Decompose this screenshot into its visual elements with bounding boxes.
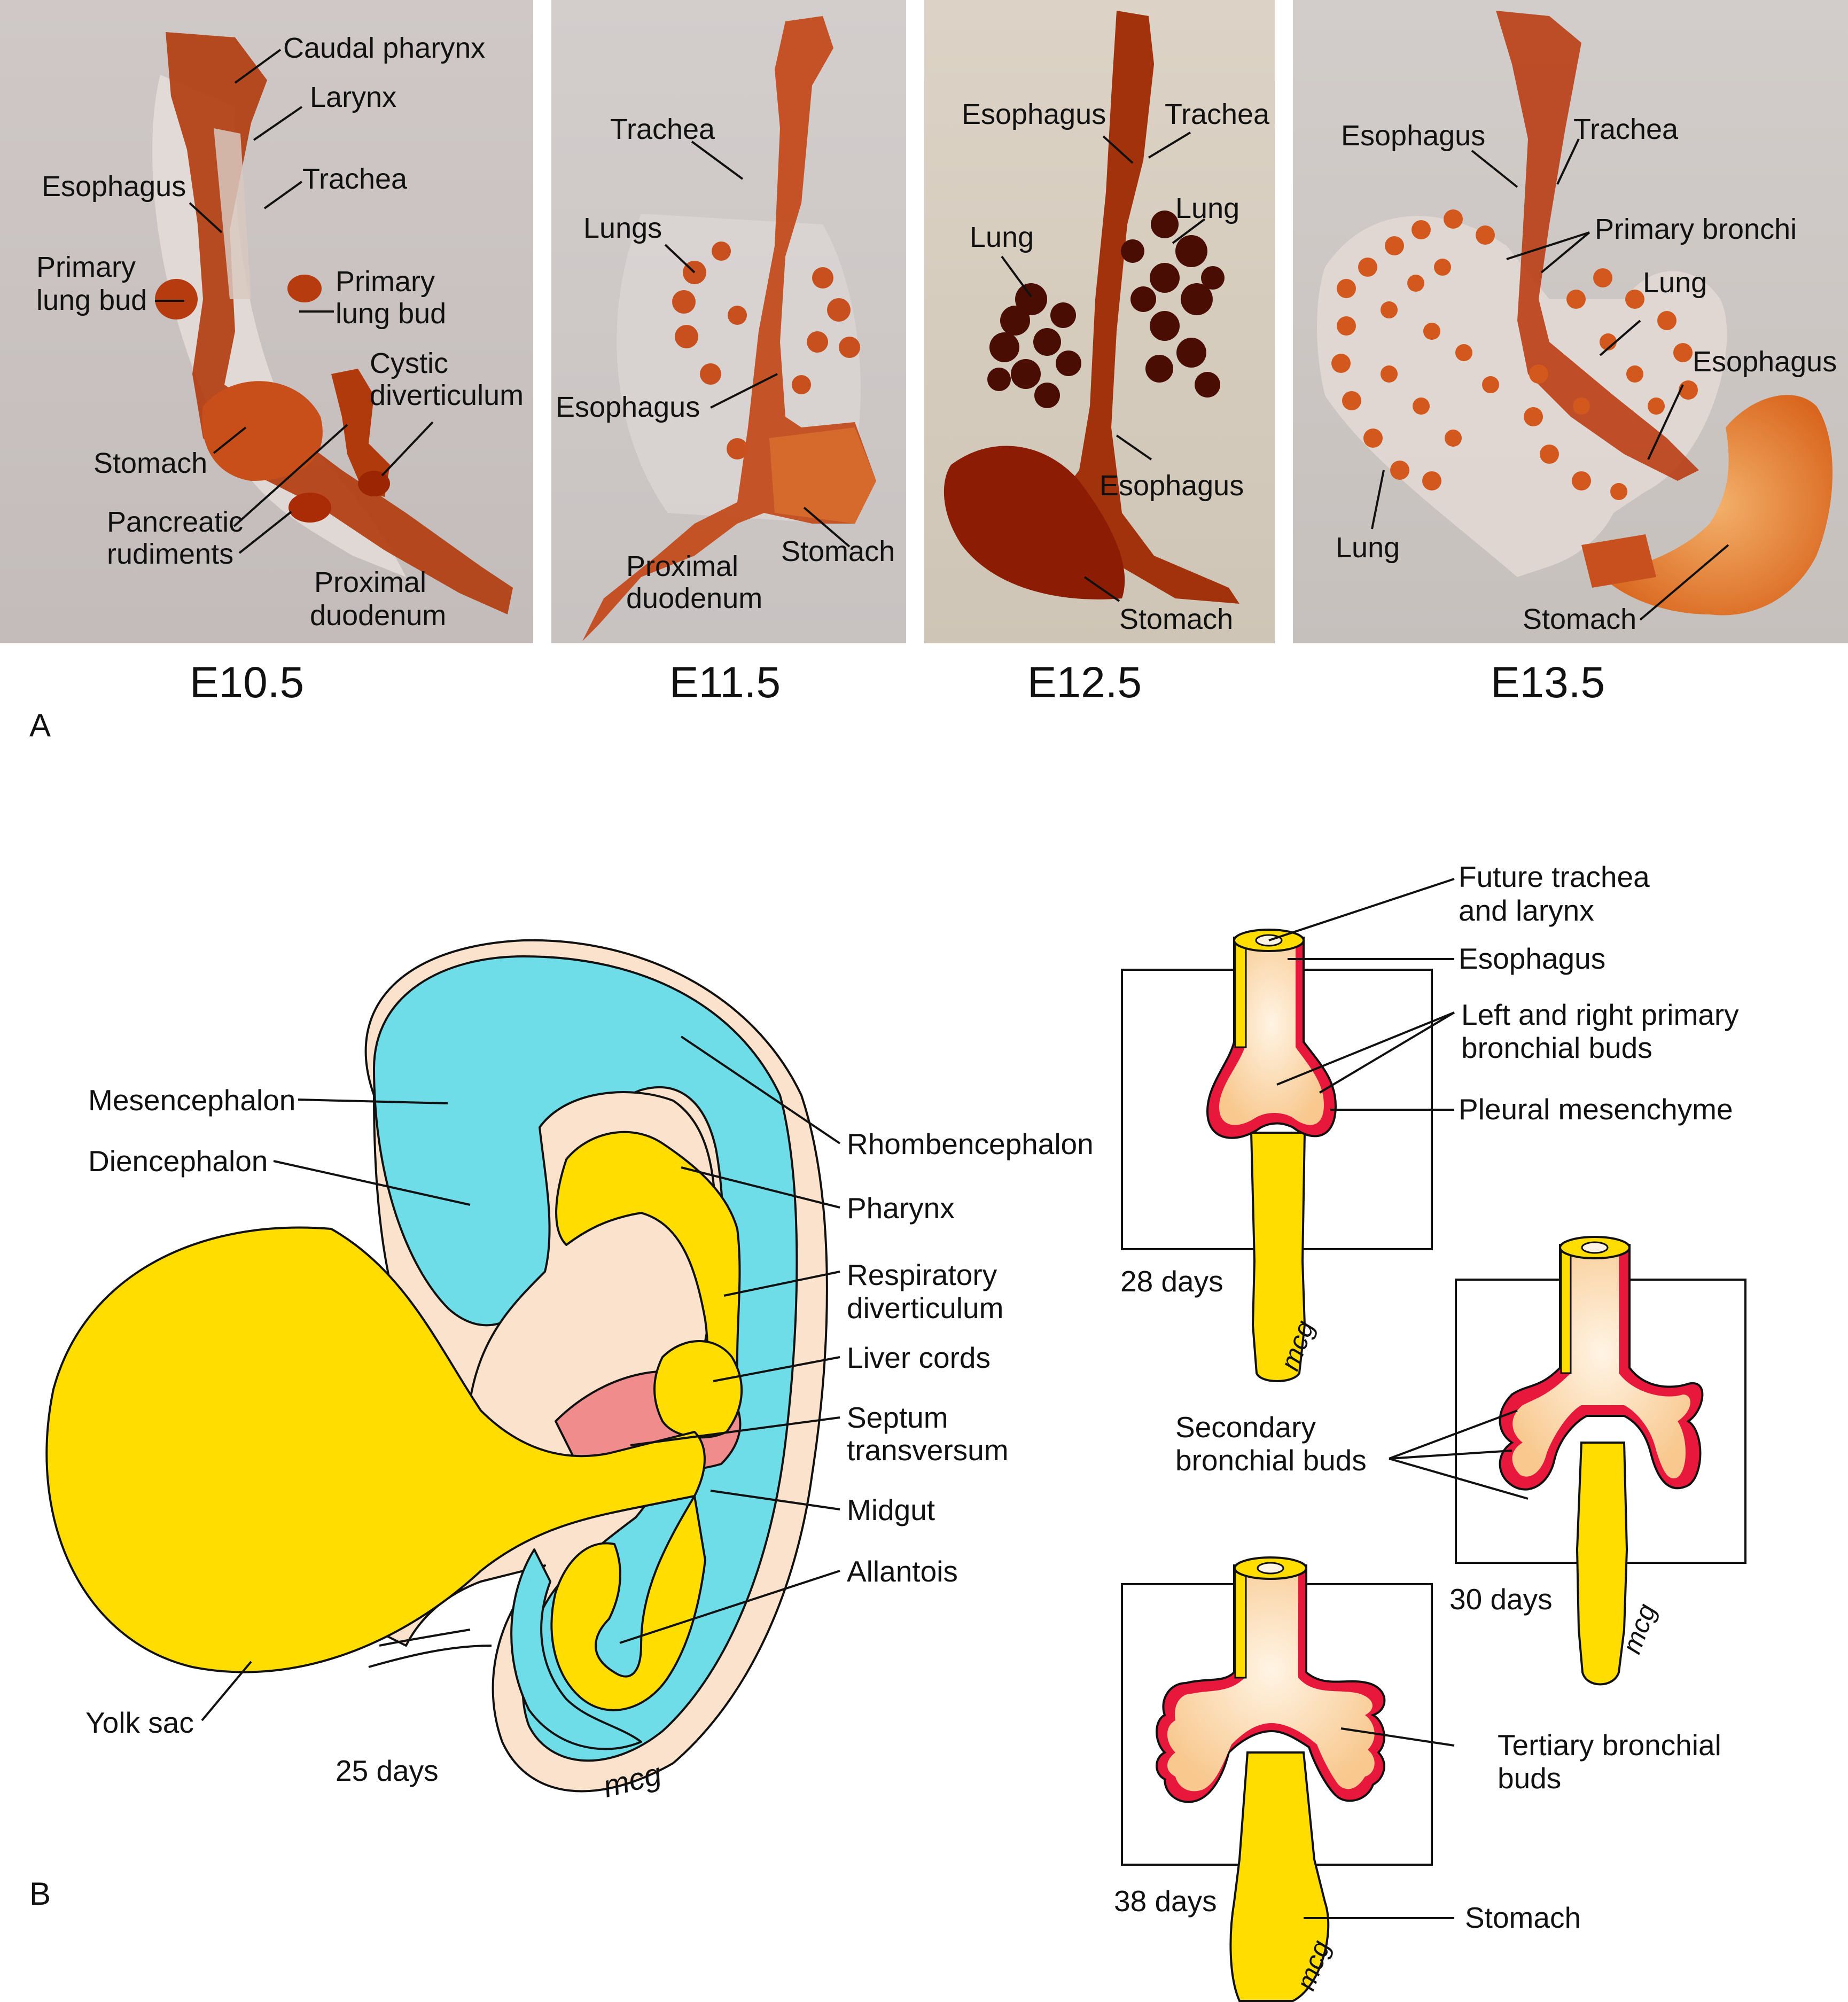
label-stomach: Stomach	[781, 535, 895, 567]
label-proximal-duodenum-2: duodenum	[310, 599, 446, 632]
label-esophagus-top: Esophagus	[962, 98, 1106, 130]
label-pleural-mesenchyme: Pleural mesenchyme	[1459, 1093, 1733, 1126]
label-respiratory-diverticulum-2: diverticulum	[847, 1291, 1003, 1325]
label-esophagus-top: Esophagus	[1341, 120, 1485, 152]
labels-e11-5: Trachea Lungs Esophagus Proximal duodenu…	[556, 113, 895, 614]
label-trachea: Trachea	[1165, 98, 1270, 130]
label-pharynx: Pharynx	[847, 1191, 955, 1225]
label-septum-transversum-2: transversum	[847, 1434, 1009, 1467]
label-liver-cords: Liver cords	[847, 1341, 991, 1374]
label-future-trachea-1: Future trachea	[1459, 860, 1650, 893]
stage-label-e12-5: E12.5	[1027, 658, 1142, 707]
label-38-days: 38 days	[1114, 1884, 1217, 1918]
photo-e11-5	[551, 0, 906, 643]
label-left-right-primary-2: bronchial buds	[1461, 1031, 1652, 1064]
label-primary-lung-bud-left-1: Primary	[36, 251, 136, 283]
label-pancreatic-rudiments-2: rudiments	[107, 538, 233, 570]
label-rhombencephalon: Rhombencephalon	[847, 1127, 1094, 1160]
label-trachea: Trachea	[302, 163, 408, 195]
label-esophagus: Esophagus	[1459, 942, 1605, 975]
label-proximal-duodenum-2: duodenum	[626, 582, 762, 614]
embryo-labels: Mesencephalon Diencephalon Rhombencephal…	[29, 1084, 1094, 1912]
label-septum-transversum-1: Septum	[847, 1401, 948, 1434]
label-diencephalon: Diencephalon	[88, 1144, 268, 1178]
label-yolk-sac: Yolk sac	[85, 1706, 194, 1739]
label-lung-right: Lung	[1643, 267, 1707, 299]
label-pancreatic-rudiments-1: Pancreatic	[107, 506, 243, 538]
label-midgut: Midgut	[847, 1493, 935, 1526]
panel-a: Caudal pharynx Larynx Esophagus Trachea …	[0, 0, 1848, 743]
label-primary-lung-bud-left-2: lung bud	[36, 284, 147, 316]
label-respiratory-diverticulum-1: Respiratory	[847, 1258, 997, 1291]
label-age-25-days: 25 days	[336, 1754, 439, 1787]
label-caudal-pharynx: Caudal pharynx	[283, 32, 485, 64]
stage-28-days	[1121, 929, 1433, 1382]
stage-label-e10-5: E10.5	[190, 658, 304, 707]
stage-38-days	[1121, 1556, 1433, 2002]
stage-label-e11-5: E11.5	[669, 658, 781, 707]
label-lung-left: Lung	[1336, 532, 1400, 564]
label-primary-bronchi: Primary bronchi	[1595, 213, 1797, 245]
lung-stage-labels: Future trachea and larynx Esophagus Left…	[1114, 860, 1739, 1994]
label-stomach: Stomach	[1465, 1901, 1581, 1934]
label-lung-left: Lung	[970, 221, 1034, 253]
embryo-leader-lines	[201, 1035, 841, 1721]
label-proximal-duodenum-1: Proximal	[314, 566, 426, 598]
label-tertiary-bronchial-1: Tertiary bronchial	[1498, 1728, 1721, 1762]
photo-e13-5	[1293, 0, 1848, 643]
labels-e10-5: Caudal pharynx Larynx Esophagus Trachea …	[36, 32, 524, 632]
label-cystic-diverticulum-2: diverticulum	[370, 379, 524, 411]
lung-stage-leader-lines	[1268, 878, 1529, 1919]
label-esophagus: Esophagus	[556, 391, 700, 423]
label-stomach: Stomach	[1119, 603, 1233, 635]
label-primary-lung-bud-right-2: lung bud	[336, 298, 446, 330]
label-esophagus: Esophagus	[42, 170, 186, 202]
panel-b-embryo	[45, 939, 828, 1793]
label-trachea: Trachea	[1573, 113, 1679, 145]
label-lung-right: Lung	[1175, 192, 1239, 224]
photo-e10-5	[0, 0, 533, 643]
label-cystic-diverticulum-1: Cystic	[370, 347, 448, 379]
label-trachea: Trachea	[610, 113, 715, 145]
label-esophagus-bottom: Esophagus	[1100, 470, 1244, 502]
stage-30-days	[1455, 1236, 1746, 1686]
label-future-trachea-2: and larynx	[1459, 894, 1594, 927]
label-proximal-duodenum-1: Proximal	[626, 550, 738, 582]
label-30-days: 30 days	[1449, 1583, 1553, 1616]
label-lungs: Lungs	[583, 212, 662, 244]
labels-e12-5: Esophagus Trachea Lung Lung Esophagus St…	[962, 98, 1270, 635]
label-larynx: Larynx	[310, 81, 396, 113]
label-allantois: Allantois	[847, 1555, 958, 1588]
label-stomach: Stomach	[1523, 603, 1636, 635]
panel-letter-a: A	[29, 707, 51, 743]
labels-e13-5: Esophagus Trachea Primary bronchi Lung E…	[1336, 113, 1837, 635]
label-secondary-bronchial-2: bronchial buds	[1175, 1444, 1367, 1477]
stage-label-e13-5: E13.5	[1491, 658, 1605, 707]
label-esophagus-right: Esophagus	[1693, 346, 1837, 378]
label-mesencephalon: Mesencephalon	[88, 1084, 295, 1117]
label-stomach: Stomach	[93, 447, 207, 479]
panel-letter-b: B	[29, 1876, 51, 1912]
label-28-days: 28 days	[1120, 1265, 1223, 1298]
label-secondary-bronchial-1: Secondary	[1175, 1411, 1316, 1444]
photo-e12-5	[924, 0, 1275, 643]
label-left-right-primary-1: Left and right primary	[1461, 998, 1739, 1031]
label-primary-lung-bud-right-1: Primary	[336, 266, 435, 298]
panel-a-leader-lines	[155, 49, 1729, 621]
label-tertiary-bronchial-2: buds	[1498, 1762, 1561, 1795]
